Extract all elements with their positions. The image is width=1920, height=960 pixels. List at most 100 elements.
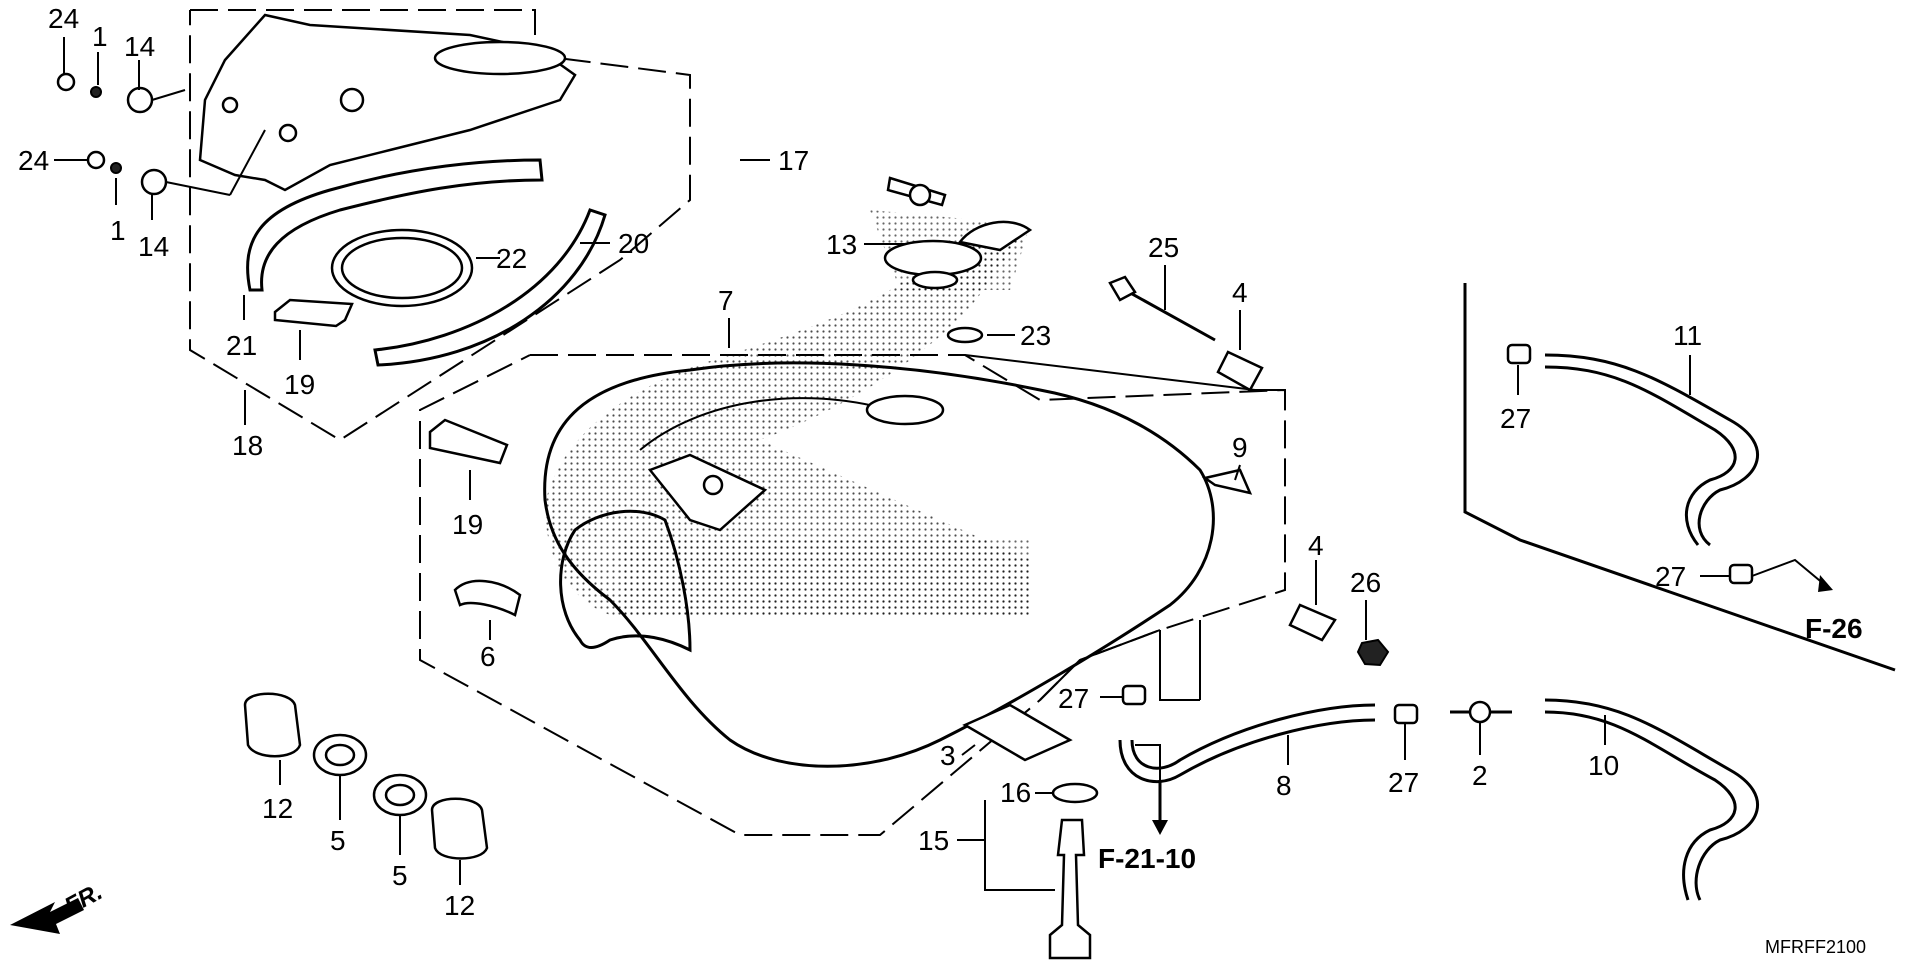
fuel-valve-15 xyxy=(1048,818,1092,960)
callout-27-mid: 27 xyxy=(1388,767,1419,798)
callout-19-lower: 19 xyxy=(452,509,483,540)
hose-11 xyxy=(1544,353,1760,547)
tank-shading xyxy=(545,225,1030,615)
cap-key-bow xyxy=(908,183,932,207)
callout-27-left: 27 xyxy=(1058,683,1089,714)
callout-7: 7 xyxy=(718,285,734,316)
callout-9: 9 xyxy=(1232,432,1248,463)
ring-5-right-inner xyxy=(384,783,416,807)
callout-24-upper: 24 xyxy=(48,3,79,34)
o-ring-16 xyxy=(1051,782,1099,804)
callout-14-upper: 14 xyxy=(124,31,155,62)
reference-f21-10[interactable]: F-21-10 xyxy=(1098,843,1196,874)
hose-10-inner xyxy=(1544,710,1737,901)
fuel-cap-flap xyxy=(957,220,1033,252)
fuel-tank-group xyxy=(419,225,1286,836)
callout-16: 16 xyxy=(1000,777,1031,808)
grommet-14-upper xyxy=(126,86,154,114)
callout-8: 8 xyxy=(1276,770,1292,801)
callout-19-upper: 19 xyxy=(284,369,315,400)
callout-4-upper: 4 xyxy=(1232,277,1248,308)
nut-12-left xyxy=(243,692,302,758)
callout-26: 26 xyxy=(1350,567,1381,598)
fuel-valve-group xyxy=(243,629,1161,960)
callout-25: 25 xyxy=(1148,232,1179,263)
hose-11-inner xyxy=(1544,365,1737,546)
callout-23: 23 xyxy=(1020,320,1051,351)
fuel-cap-base xyxy=(911,270,959,290)
cover-assembly-group xyxy=(56,9,691,442)
fuel-tank xyxy=(543,361,1215,768)
callout-6: 6 xyxy=(480,641,496,672)
collar-4-upper xyxy=(1216,350,1264,392)
f26-box-boundary xyxy=(1463,283,1896,672)
bolt-2-washer xyxy=(1468,700,1492,724)
callout-labels: 24 1 14 24 1 14 17 22 20 21 19 18 13 7 2… xyxy=(18,3,1866,957)
collar-4-lower xyxy=(1288,603,1337,642)
bolt-25-head xyxy=(1108,275,1137,302)
bracket-hole xyxy=(702,474,724,496)
clip-23 xyxy=(946,326,984,344)
callout-20: 20 xyxy=(618,228,649,259)
callout-13: 13 xyxy=(826,229,857,260)
hose-10 xyxy=(1544,698,1760,901)
pad-3 xyxy=(962,703,1073,762)
clamp-27-left xyxy=(1121,684,1147,706)
callout-5-left: 5 xyxy=(330,825,346,856)
arrow-f21-10 xyxy=(1152,820,1168,835)
bolt-24-upper xyxy=(56,72,76,92)
callout-12-right: 12 xyxy=(444,890,475,921)
leader-lines xyxy=(54,37,1833,885)
callout-12-left: 12 xyxy=(262,793,293,824)
callout-14-lower: 14 xyxy=(138,231,169,262)
callout-21: 21 xyxy=(226,330,257,361)
fuel-cap xyxy=(883,239,983,277)
cover-hole-left xyxy=(221,96,239,114)
bolt-collar-group xyxy=(964,275,1390,667)
callout-3: 3 xyxy=(940,740,956,771)
hose-8 xyxy=(1118,718,1376,784)
collar-1-lower xyxy=(110,162,122,174)
rubber-strip-20 xyxy=(373,208,607,367)
callout-17: 17 xyxy=(778,145,809,176)
pad-19-lower xyxy=(428,418,509,465)
callout-1-upper: 1 xyxy=(92,21,108,52)
rubber-strip-21 xyxy=(246,158,544,292)
fuel-cap-group xyxy=(870,176,1033,290)
gasket-9 xyxy=(1201,468,1253,495)
guide-6 xyxy=(453,579,522,617)
bolt-25 xyxy=(1124,288,1216,342)
pad-19-upper xyxy=(273,298,354,328)
reference-f26[interactable]: F-26 xyxy=(1805,613,1863,644)
callout-5-right: 5 xyxy=(392,860,408,891)
tank-center-ridge xyxy=(639,397,891,451)
grommet-14-lower xyxy=(140,168,168,196)
cover-filler-opening xyxy=(433,40,567,76)
clamp-27-mid xyxy=(1393,703,1419,725)
callout-24-lower: 24 xyxy=(18,145,49,176)
callout-27-right: 27 xyxy=(1655,561,1686,592)
callout-11: 11 xyxy=(1673,320,1702,351)
callout-22: 22 xyxy=(496,243,527,274)
seal-ring-22-inner xyxy=(340,236,464,300)
nut-26 xyxy=(1356,638,1390,667)
callout-1-lower: 1 xyxy=(110,215,126,246)
clamp-27-top xyxy=(1506,343,1532,365)
front-arrow-icon xyxy=(10,898,84,934)
tank-rear-hump xyxy=(559,509,692,653)
callout-27-top: 27 xyxy=(1500,403,1531,434)
bolt-24-lower xyxy=(86,150,106,170)
clamp-27-right xyxy=(1728,563,1754,585)
callout-10: 10 xyxy=(1588,750,1619,781)
arrow-f26 xyxy=(1818,575,1833,592)
brand-watermark-shape xyxy=(620,540,1030,615)
ring-5-left-inner xyxy=(324,743,356,767)
cover-hole-lower xyxy=(278,123,298,143)
collar-1-upper xyxy=(90,86,102,98)
callout-15: 15 xyxy=(918,825,949,856)
callout-4-lower: 4 xyxy=(1308,530,1324,561)
diagram-code: MFRFF2100 xyxy=(1765,937,1866,957)
callout-2: 2 xyxy=(1472,760,1488,791)
hose-8-inner xyxy=(1130,703,1376,770)
